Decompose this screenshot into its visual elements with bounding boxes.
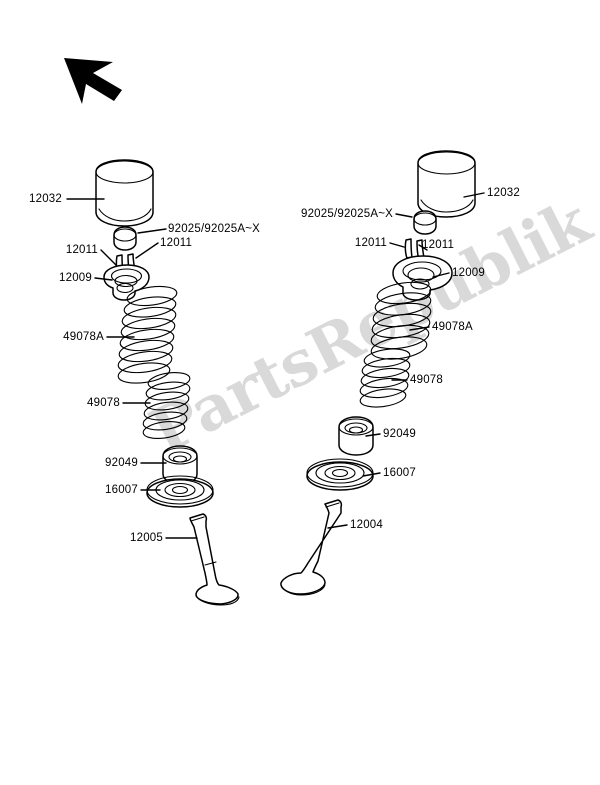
label-92025-right: 92025/92025A~X [301, 208, 393, 220]
label-92025-left: 92025/92025A~X [168, 223, 260, 235]
label-12032-left: 12032 [29, 193, 62, 205]
valve-tappet-left [95, 159, 154, 227]
label-12011-left-a: 12011 [66, 244, 98, 256]
left-valve-assembly: 12032 92025/92025A~X 12011 12011 12009 4… [29, 159, 260, 606]
label-92049-right: 92049 [383, 428, 416, 440]
inner-valve-spring-left [142, 372, 191, 439]
outer-valve-spring-right [370, 281, 432, 360]
right-valve-assembly: 12032 92025/92025A~X 12011 12011 12009 4… [280, 150, 520, 596]
label-12032-right: 12032 [487, 187, 520, 199]
label-12009-left: 12009 [59, 272, 92, 284]
shim-left [113, 226, 137, 251]
spring-seat-left [146, 475, 214, 508]
shim-right [413, 210, 437, 235]
outer-valve-spring-left [117, 285, 178, 384]
orientation-arrow [64, 58, 122, 104]
label-49078-right: 49078 [410, 374, 443, 386]
label-16007-right: 16007 [383, 467, 416, 479]
label-12009-right: 12009 [452, 267, 485, 279]
label-92049-left: 92049 [105, 457, 138, 469]
label-49078-left: 49078 [87, 397, 120, 409]
inlet-valve-12004 [280, 499, 343, 596]
label-12011-right-a: 12011 [355, 237, 387, 249]
label-12011-left-b: 12011 [160, 237, 192, 249]
label-12004: 12004 [350, 519, 383, 531]
label-49078A-left: 49078A [63, 331, 104, 343]
valve-stem-oil-seal-right [338, 416, 374, 456]
label-49078A-right: 49078A [432, 321, 473, 333]
spring-seat-right [306, 458, 374, 491]
valve-tappet-right [417, 150, 476, 218]
part-labels-right: 12032 92025/92025A~X 12011 12011 12009 4… [301, 187, 520, 531]
part-labels-left: 12032 92025/92025A~X 12011 12011 12009 4… [29, 193, 260, 544]
spring-retainer-left [103, 264, 150, 301]
label-12011-right-b: 12011 [422, 239, 454, 251]
exhaust-valve-12005 [189, 513, 240, 606]
label-16007-left: 16007 [105, 484, 138, 496]
leader-lines-left [66, 198, 198, 539]
inner-valve-spring-right [359, 348, 411, 408]
leader-lines-right [327, 192, 485, 529]
label-12005: 12005 [130, 532, 163, 544]
